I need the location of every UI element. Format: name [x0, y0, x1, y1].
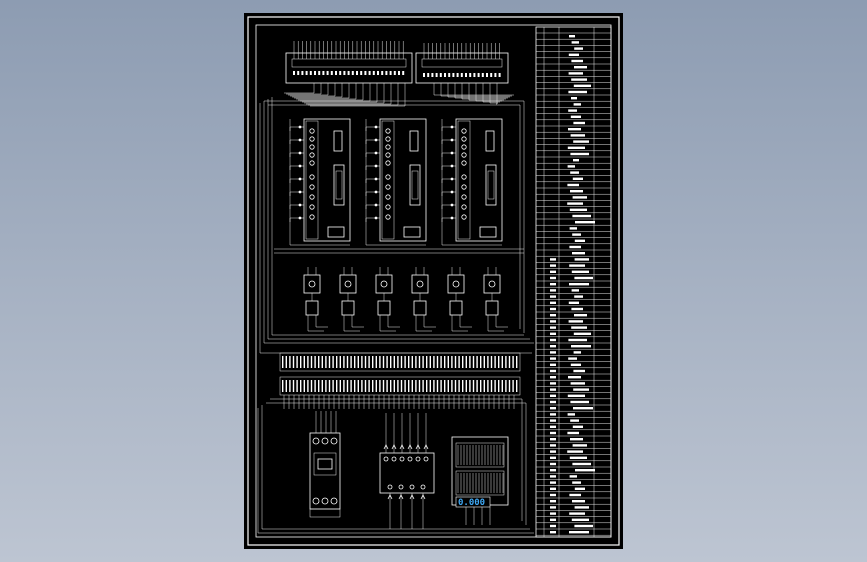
power-supply: 0.000	[451, 436, 509, 508]
outer-border	[247, 16, 620, 546]
top-connector-left	[285, 41, 413, 84]
electrical-schematic: 0.000	[247, 16, 620, 546]
bottom-wiring	[315, 411, 491, 525]
relay-group	[379, 413, 435, 529]
contactor-5	[447, 267, 472, 332]
top-connector-right	[415, 43, 509, 84]
contactor-row	[303, 267, 508, 332]
title-block	[535, 26, 612, 538]
terminal-strips	[279, 352, 521, 409]
circuit-breaker	[309, 432, 341, 518]
servo-drive-2	[365, 118, 427, 246]
contactor-4	[411, 267, 436, 332]
terminal-strip-1	[279, 352, 521, 372]
top-wiring	[284, 83, 514, 107]
bus-wiring	[257, 97, 534, 534]
drawing-sheet[interactable]: 0.000	[244, 13, 623, 549]
contactor-3	[375, 267, 400, 332]
servo-drives	[289, 118, 503, 246]
terminal-strip-2	[279, 376, 521, 396]
meter-screen	[455, 496, 491, 508]
servo-drive-1	[289, 118, 351, 246]
contactor-6	[483, 267, 508, 332]
servo-drive-3	[441, 118, 503, 246]
contactor-1	[303, 267, 328, 332]
meter-readout: 0.000	[458, 498, 485, 508]
contactor-2	[339, 267, 364, 332]
